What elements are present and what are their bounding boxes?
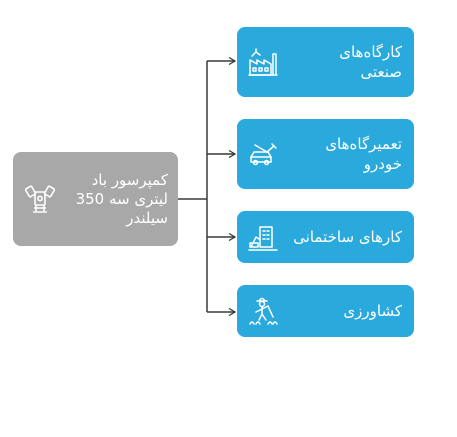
factory-icon: [248, 48, 278, 76]
root-label: کمپرسور باد لیتری سه 350 سیلندر: [65, 171, 168, 228]
child-label-line: صنعتی: [360, 63, 402, 81]
child-label: کارهای ساختمانی: [287, 227, 402, 247]
child-label-line: کارگاه‌های: [339, 43, 402, 61]
child-node-construction: کارهای ساختمانی: [237, 211, 414, 263]
root-label-line: لیتری سه 350: [75, 189, 168, 208]
root-label-line: سیلندر: [126, 208, 168, 227]
child-label-line: خودرو: [363, 155, 402, 173]
child-label: کارگاه‌های صنعتی: [287, 42, 402, 82]
child-label: کشاورزی: [287, 301, 402, 321]
child-node-agriculture: کشاورزی: [237, 285, 414, 337]
root-label-line: کمپرسور باد: [91, 170, 168, 189]
child-label-line: کشاورزی: [343, 302, 402, 320]
engine-icon: [25, 185, 55, 213]
child-label: تعمیرگاه‌های خودرو: [287, 134, 402, 174]
building-crane-icon: [248, 226, 278, 251]
child-node-car-repair: تعمیرگاه‌های خودرو: [237, 119, 414, 189]
child-node-industrial-workshops: کارگاه‌های صنعتی: [237, 27, 414, 97]
child-label-line: تعمیرگاه‌های: [325, 135, 402, 153]
root-node: کمپرسور باد لیتری سه 350 سیلندر: [13, 152, 178, 246]
farmer-icon: [249, 297, 278, 325]
child-label-line: کارهای ساختمانی: [293, 228, 402, 246]
car-repair-icon: [250, 143, 277, 166]
